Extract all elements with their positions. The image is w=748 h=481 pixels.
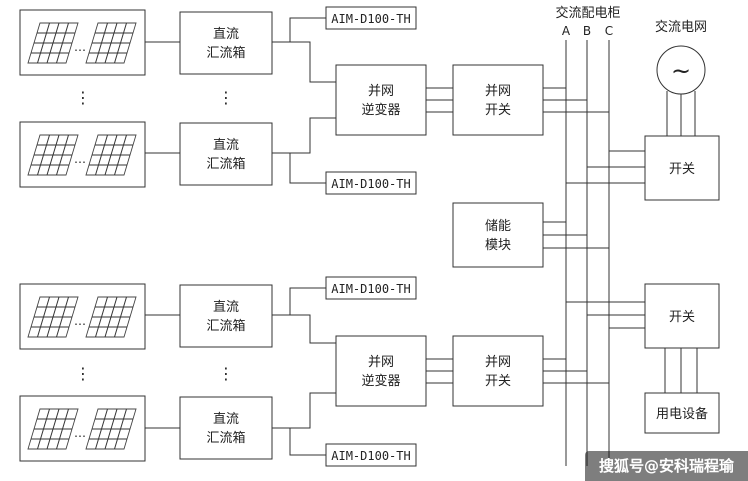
load-switch-lower: 开关 <box>644 283 720 349</box>
svg-text:开关: 开关 <box>669 162 695 177</box>
svg-text:逆变器: 逆变器 <box>361 102 400 118</box>
svg-text:并网: 并网 <box>368 355 394 370</box>
solar-panel-right-icon <box>85 134 137 176</box>
svg-text:AIM-D100-TH: AIM-D100-TH <box>331 12 410 26</box>
svg-text:并网: 并网 <box>485 355 511 370</box>
ellipsis-combiner-top: ⋮ <box>218 88 234 107</box>
svg-text:开关: 开关 <box>669 310 695 325</box>
svg-text:AIM-D100-TH: AIM-D100-TH <box>331 449 410 463</box>
svg-text:汇流箱: 汇流箱 <box>206 156 245 172</box>
monitor-device-2: AIM-D100-TH <box>325 171 417 195</box>
combiner-box-2: 直流 汇流箱 <box>179 122 273 186</box>
svg-text:储能: 储能 <box>485 219 511 234</box>
ellipsis-pv-bottom: ⋮ <box>75 364 91 383</box>
combiner-box-3: 直流 汇流箱 <box>179 284 273 348</box>
svg-text:直流: 直流 <box>213 27 239 42</box>
pv-array-2: ⋯ <box>19 121 146 188</box>
svg-text:并网: 并网 <box>485 84 511 99</box>
ac-source-icon: ~ <box>656 45 706 95</box>
bus-phase-c-label: C <box>605 24 613 38</box>
solar-panel-left-icon <box>27 296 79 338</box>
combiner-box-4: 直流 汇流箱 <box>179 396 273 460</box>
solar-panel-left-icon <box>27 22 79 64</box>
monitor-device-1: AIM-D100-TH <box>325 6 417 30</box>
svg-text:AIM-D100-TH: AIM-D100-TH <box>331 282 410 296</box>
grid-switch-upper: 开关 <box>644 135 720 201</box>
bus-phase-b-label: B <box>583 24 591 38</box>
panel-dots: ⋯ <box>74 43 86 57</box>
panel-dots: ⋯ <box>74 429 86 443</box>
monitor-device-3: AIM-D100-TH <box>325 276 417 300</box>
svg-text:逆变器: 逆变器 <box>361 373 400 389</box>
solar-panel-right-icon <box>85 408 137 450</box>
watermark-tag: 搜狐号@安科瑞程瑜 <box>584 451 748 481</box>
svg-text:模块: 模块 <box>485 238 511 253</box>
grid-tie-switch-2: 并网 开关 <box>452 335 544 407</box>
panel-dots: ⋯ <box>74 317 86 331</box>
svg-text:开关: 开关 <box>485 374 511 389</box>
utility-grid-title: 交流电网 <box>655 19 707 35</box>
svg-text:汇流箱: 汇流箱 <box>206 45 245 61</box>
pv-array-3: ⋯ <box>19 283 146 350</box>
solar-panel-left-icon <box>27 408 79 450</box>
svg-text:并网: 并网 <box>368 84 394 99</box>
svg-text:汇流箱: 汇流箱 <box>206 430 245 446</box>
grid-tie-switch-1: 并网 开关 <box>452 64 544 136</box>
ellipsis-pv-top: ⋮ <box>75 88 91 107</box>
inverter-2: 并网 逆变器 <box>335 335 427 407</box>
storage-module: 储能 模块 <box>452 202 544 268</box>
solar-panel-left-icon <box>27 134 79 176</box>
svg-text:~: ~ <box>671 57 691 85</box>
combiner-box-1: 直流 汇流箱 <box>179 11 273 75</box>
monitor-device-4: AIM-D100-TH <box>325 443 417 467</box>
ellipsis-combiner-bottom: ⋮ <box>218 364 234 383</box>
solar-panel-right-icon <box>85 296 137 338</box>
load-equipment: 用电设备 <box>644 392 720 434</box>
svg-text:用电设备: 用电设备 <box>656 406 708 422</box>
ac-cabinet-title: 交流配电柜 <box>555 5 620 21</box>
panel-dots: ⋯ <box>74 155 86 169</box>
solar-panel-right-icon <box>85 22 137 64</box>
svg-text:开关: 开关 <box>485 103 511 118</box>
bus-phase-a-label: A <box>562 24 571 38</box>
pv-array-4: ⋯ <box>19 395 146 462</box>
svg-text:直流: 直流 <box>213 300 239 315</box>
svg-text:汇流箱: 汇流箱 <box>206 318 245 334</box>
svg-text:AIM-D100-TH: AIM-D100-TH <box>331 177 410 191</box>
pv-array-1: ⋯ <box>19 9 146 76</box>
svg-text:直流: 直流 <box>213 138 239 153</box>
inverter-1: 并网 逆变器 <box>335 64 427 136</box>
svg-text:直流: 直流 <box>213 412 239 427</box>
